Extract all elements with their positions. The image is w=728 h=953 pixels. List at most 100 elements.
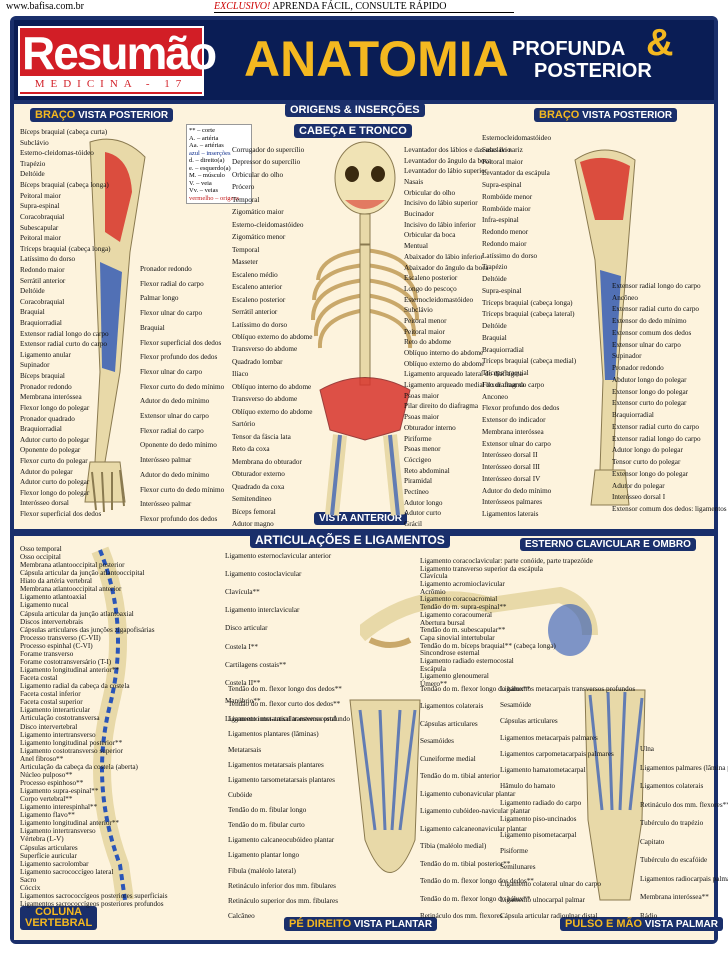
anatomy-label: Cápsula articular da junção atlantooccip…: [20, 569, 145, 578]
anatomy-label: Sacro: [20, 875, 37, 884]
anatomy-label: Ulna: [640, 745, 654, 753]
anatomy-label: Coracobraquial: [20, 297, 65, 306]
legend-item: Vv. – veias: [189, 187, 219, 194]
anatomy-label: Levantador da escápula: [482, 169, 550, 178]
anatomy-label: Interósseo dorsal III: [482, 463, 540, 471]
anatomy-label: Ligamento arqueado medial do diafragma: [404, 381, 525, 390]
anatomy-label: Rombóide menor: [482, 192, 533, 201]
brand-logo: Resumão MEDICINA - 17: [18, 26, 217, 96]
anatomy-label: Interósseo dorsal I: [612, 493, 666, 502]
anatomy-label: Superfície auricular: [20, 851, 77, 860]
anatomy-label: Articulação da cabeça da costela (aberta…: [20, 762, 138, 771]
anatomy-label: Tendão do m. subescapular**: [420, 626, 506, 635]
anatomy-label: Núcleo pulposo**: [20, 770, 73, 779]
anatomy-label: Extensor comum dos dedos: ligamentos cen…: [612, 505, 728, 513]
anatomy-label: Adutor curto: [404, 509, 441, 518]
anatomy-label: Processo espinhal (C-VI): [20, 641, 93, 650]
anatomy-label: Escaleno médio: [232, 270, 278, 279]
anatomy-label: Esterno-cleidomas-tóideo: [20, 149, 94, 158]
anatomy-label: Ligamento sacrolombar: [20, 859, 89, 868]
anatomy-label: Oblíquo externo do abdome: [232, 407, 313, 416]
slogan: EXCLUSIVO! APRENDA FÁCIL, CONSULTE RÁPID…: [214, 1, 446, 12]
anatomy-label: Corpo vertebral**: [20, 795, 73, 804]
anatomy-label: Deltóide: [20, 287, 45, 296]
anatomy-label: Obturador externo: [232, 470, 285, 479]
anatomy-label: Extensor radial longo do carpo: [612, 282, 701, 290]
anatomy-label: Ligamento interarticular: [20, 706, 91, 715]
legend-item: vermelho – origens: [189, 194, 240, 202]
anatomy-label: Tendão do m. fibular curto: [228, 821, 305, 830]
anatomy-label: Anel fibroso**: [20, 754, 64, 763]
anatomy-label: Braquial: [482, 333, 507, 342]
anatomy-label: Tendão do m. tibial posterior**: [420, 859, 511, 868]
anatomy-label: Extensor comum dos dedos: [612, 328, 692, 337]
anatomy-label: Adutor do dedo mínimo: [140, 470, 210, 479]
anatomy-label: Ligamentos laterais: [482, 510, 539, 518]
anatomy-label: Vértebra (L-V): [20, 835, 64, 844]
anatomy-label: Serrátil anterior: [232, 308, 278, 317]
anatomy-label: Cápsulas articulares: [420, 719, 478, 728]
tag-articulacoes: ARTICULAÇÕES E LIGAMENTOS: [250, 532, 450, 548]
anatomy-label: Cápsulas articulares: [20, 843, 78, 852]
legend-item: V. – veia: [189, 179, 212, 187]
anatomy-label: Supra-espinal: [482, 286, 522, 295]
anatomy-label: Ligamento tarsometatarsais plantares: [228, 775, 335, 784]
anatomy-label: Braquiorradial: [20, 425, 62, 434]
anatomy-label: Flexor longo do polegar: [20, 488, 90, 497]
anatomy-label: Forame transverso: [20, 649, 74, 658]
anatomy-label: Supinador: [612, 352, 642, 361]
anatomy-label: Forame costotransversário (T-I): [20, 657, 112, 666]
anatomy-label: Interósseo dorsal: [20, 499, 69, 508]
anatomy-label: Coracobraquial: [20, 212, 65, 221]
anatomy-label: Ligamento piso-uncinados: [500, 814, 577, 823]
anatomy-label: Ligamentos plantares (lâminas): [228, 730, 319, 739]
anatomy-label: Ligamentos colaterais: [640, 782, 704, 791]
ampersand: &: [646, 22, 674, 64]
anatomy-label: Braquiorradial: [482, 345, 524, 354]
anatomy-label: Ligamento coracoclavicular: parte conóid…: [420, 557, 593, 565]
anatomy-label: Flexor superficial dos dedos: [20, 510, 102, 518]
anatomy-label: Extensor longo do polegar: [612, 387, 689, 396]
anatomy-label: Pilar direito do diafragma: [404, 402, 479, 411]
anatomy-label: Adutor do polegar: [20, 467, 73, 476]
anatomy-label: Pectíneo: [404, 487, 429, 496]
anatomy-label: Bíceps braquial (cabeça curta): [20, 128, 108, 136]
anatomy-label: Oponente do polegar: [20, 446, 81, 455]
anatomy-label: Cápsula articular da junção atlantoaxial: [20, 609, 134, 618]
anatomy-label: Extensor radial curto do carpo: [612, 422, 700, 431]
tag-braco-posterior-left: BRAÇO VISTA POSTERIOR: [30, 108, 174, 122]
anatomy-label: Flexor ulnar do carpo: [140, 309, 203, 318]
anatomy-label: Zigomático menor: [232, 233, 286, 242]
legend-item: Aa. – artérias: [189, 142, 224, 149]
anatomy-label: Ligamento transverso superior da escápul…: [420, 564, 543, 573]
anatomy-label: Subescapular: [20, 223, 59, 232]
anatomy-label: Subclávio: [482, 145, 511, 154]
anatomy-label: Obturador interno: [404, 423, 456, 432]
anatomy-label: Esternocleidomastóideo: [482, 134, 552, 142]
anatomy-label: Escápula: [420, 664, 446, 673]
legend-item: azul – inserções: [189, 149, 231, 157]
anatomy-label: Ligamento cubonavicular plantar: [420, 789, 516, 798]
anatomy-label: Cápsulas articulares: [500, 717, 558, 726]
anatomy-label: Tríceps braquial: [482, 369, 529, 377]
anatomy-label: Processo espinhoso**: [20, 778, 84, 787]
anatomy-label: Reto abdominal: [404, 466, 450, 475]
anatomy-label: Quadrado lombar: [232, 357, 283, 366]
anatomy-label: Peitoral maior: [20, 234, 61, 243]
anatomy-label: Adutor curto do polegar: [20, 478, 90, 487]
anatomy-label: Pronador redondo: [140, 265, 192, 273]
anatomy-label: Flexor curto do dedo mínimo: [140, 382, 225, 391]
left-arm-illustration: [84, 138, 146, 512]
anatomy-label: Corrugador do supercílio: [232, 146, 305, 154]
anatomy-label: Tríceps braquial (cabeça medial): [482, 357, 577, 366]
sternoclavicular-illustration: [360, 586, 598, 656]
anatomy-label: Levantador dos lábios e das asas do nari…: [404, 146, 523, 154]
site-url[interactable]: www.bafisa.com.br: [6, 1, 84, 12]
anatomy-label: Oponente do dedo mínimo: [140, 441, 217, 450]
anatomy-label: Serrátil anterior: [20, 276, 66, 285]
anatomy-label: Bíceps braquial: [20, 372, 65, 381]
anatomy-label: Membrana interóssea**: [640, 893, 709, 902]
subtitle-posterior: POSTERIOR: [534, 60, 652, 82]
anatomy-label: Flexor profundo dos dedos: [140, 353, 218, 362]
